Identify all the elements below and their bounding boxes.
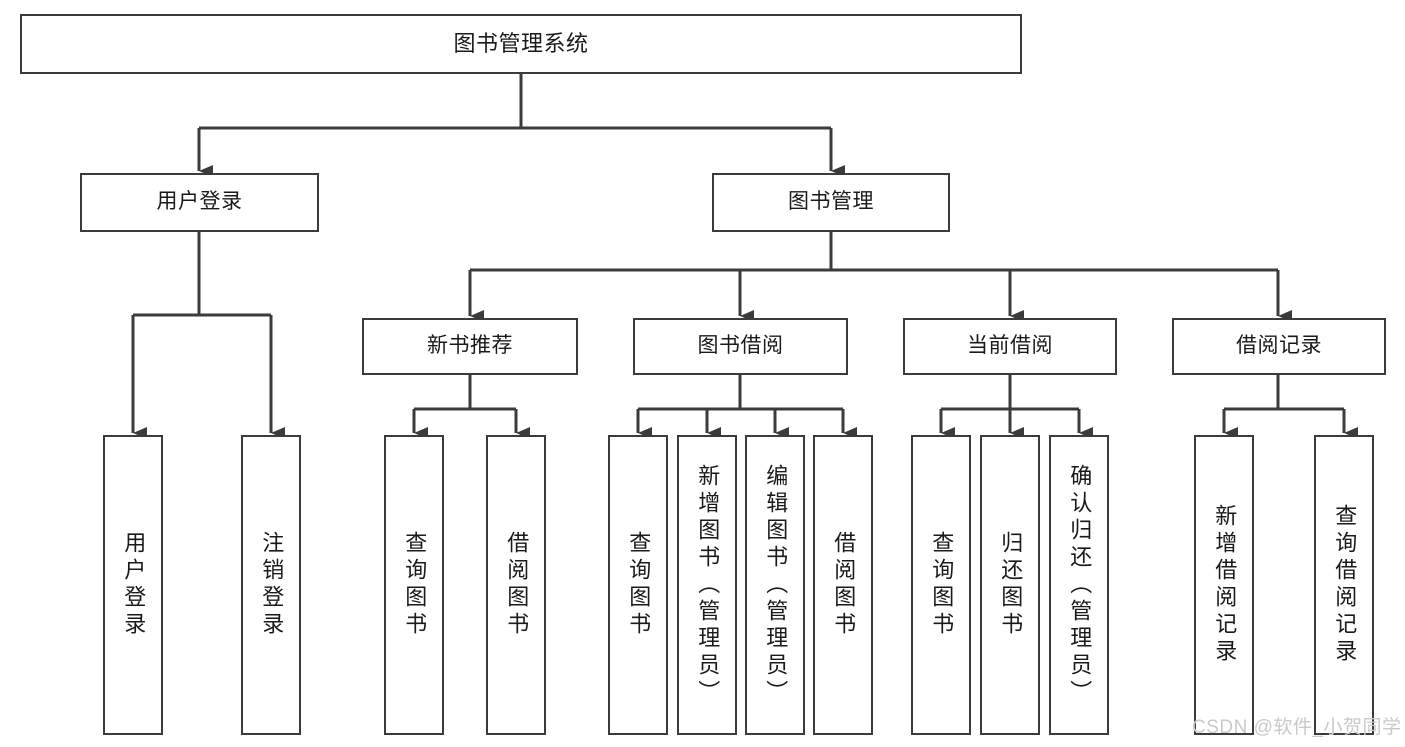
leaf-return-book[interactable]: 归还图书 [980,435,1040,735]
leaf-borrow-book[interactable]: 借阅图书 [813,435,873,735]
leaf-query-book-recommend[interactable]: 查询图书 [384,435,444,735]
leaf-confirm-return-admin[interactable]: 确认归还（管理员） [1049,435,1109,735]
leaf-add-book-admin[interactable]: 新增图书（管理员） [677,435,737,735]
node-user-login[interactable]: 用户登录 [80,173,319,232]
node-label: 归还图书 [998,531,1024,639]
node-label: 查询图书 [929,531,955,639]
node-label: 图书管理系统 [453,31,589,57]
node-book-management-system[interactable]: 图书管理系统 [20,14,1022,74]
node-book-management[interactable]: 图书管理 [712,173,950,232]
node-label: 注销登录 [259,531,285,639]
node-label: 确认归还（管理员） [1067,463,1093,707]
node-label: 查询图书 [626,531,652,639]
node-label: 查询图书 [402,531,428,639]
csdn-watermark: CSDN @软件_小贺同学 [1192,717,1402,738]
node-label: 用户登录 [121,531,147,639]
node-label: 借阅记录 [1236,334,1322,358]
node-label: 图书借阅 [697,334,784,358]
node-label: 当前借阅 [967,334,1053,358]
leaf-borrow-book-recommend[interactable]: 借阅图书 [486,435,546,735]
leaf-query-book-borrow[interactable]: 查询图书 [608,435,668,735]
node-label: 借阅图书 [504,531,530,639]
node-label: 图书管理 [788,190,874,214]
node-label: 借阅图书 [831,531,857,639]
node-label: 新增借阅记录 [1212,504,1238,666]
leaf-edit-book-admin[interactable]: 编辑图书（管理员） [745,435,805,735]
node-label: 新书推荐 [427,334,513,358]
node-current-borrow[interactable]: 当前借阅 [903,318,1117,375]
node-label: 编辑图书（管理员） [763,463,789,707]
node-label: 新增图书（管理员） [695,463,721,707]
node-label: 用户登录 [156,190,243,214]
node-book-borrow[interactable]: 图书借阅 [633,318,848,375]
node-new-book-recommend[interactable]: 新书推荐 [362,318,578,375]
leaf-logout[interactable]: 注销登录 [241,435,301,735]
leaf-add-borrow-record[interactable]: 新增借阅记录 [1194,435,1254,735]
leaf-query-book-current[interactable]: 查询图书 [911,435,971,735]
node-label: 查询借阅记录 [1332,504,1358,666]
leaf-query-borrow-record[interactable]: 查询借阅记录 [1314,435,1374,735]
leaf-user-login[interactable]: 用户登录 [103,435,163,735]
node-borrow-record[interactable]: 借阅记录 [1172,318,1386,375]
